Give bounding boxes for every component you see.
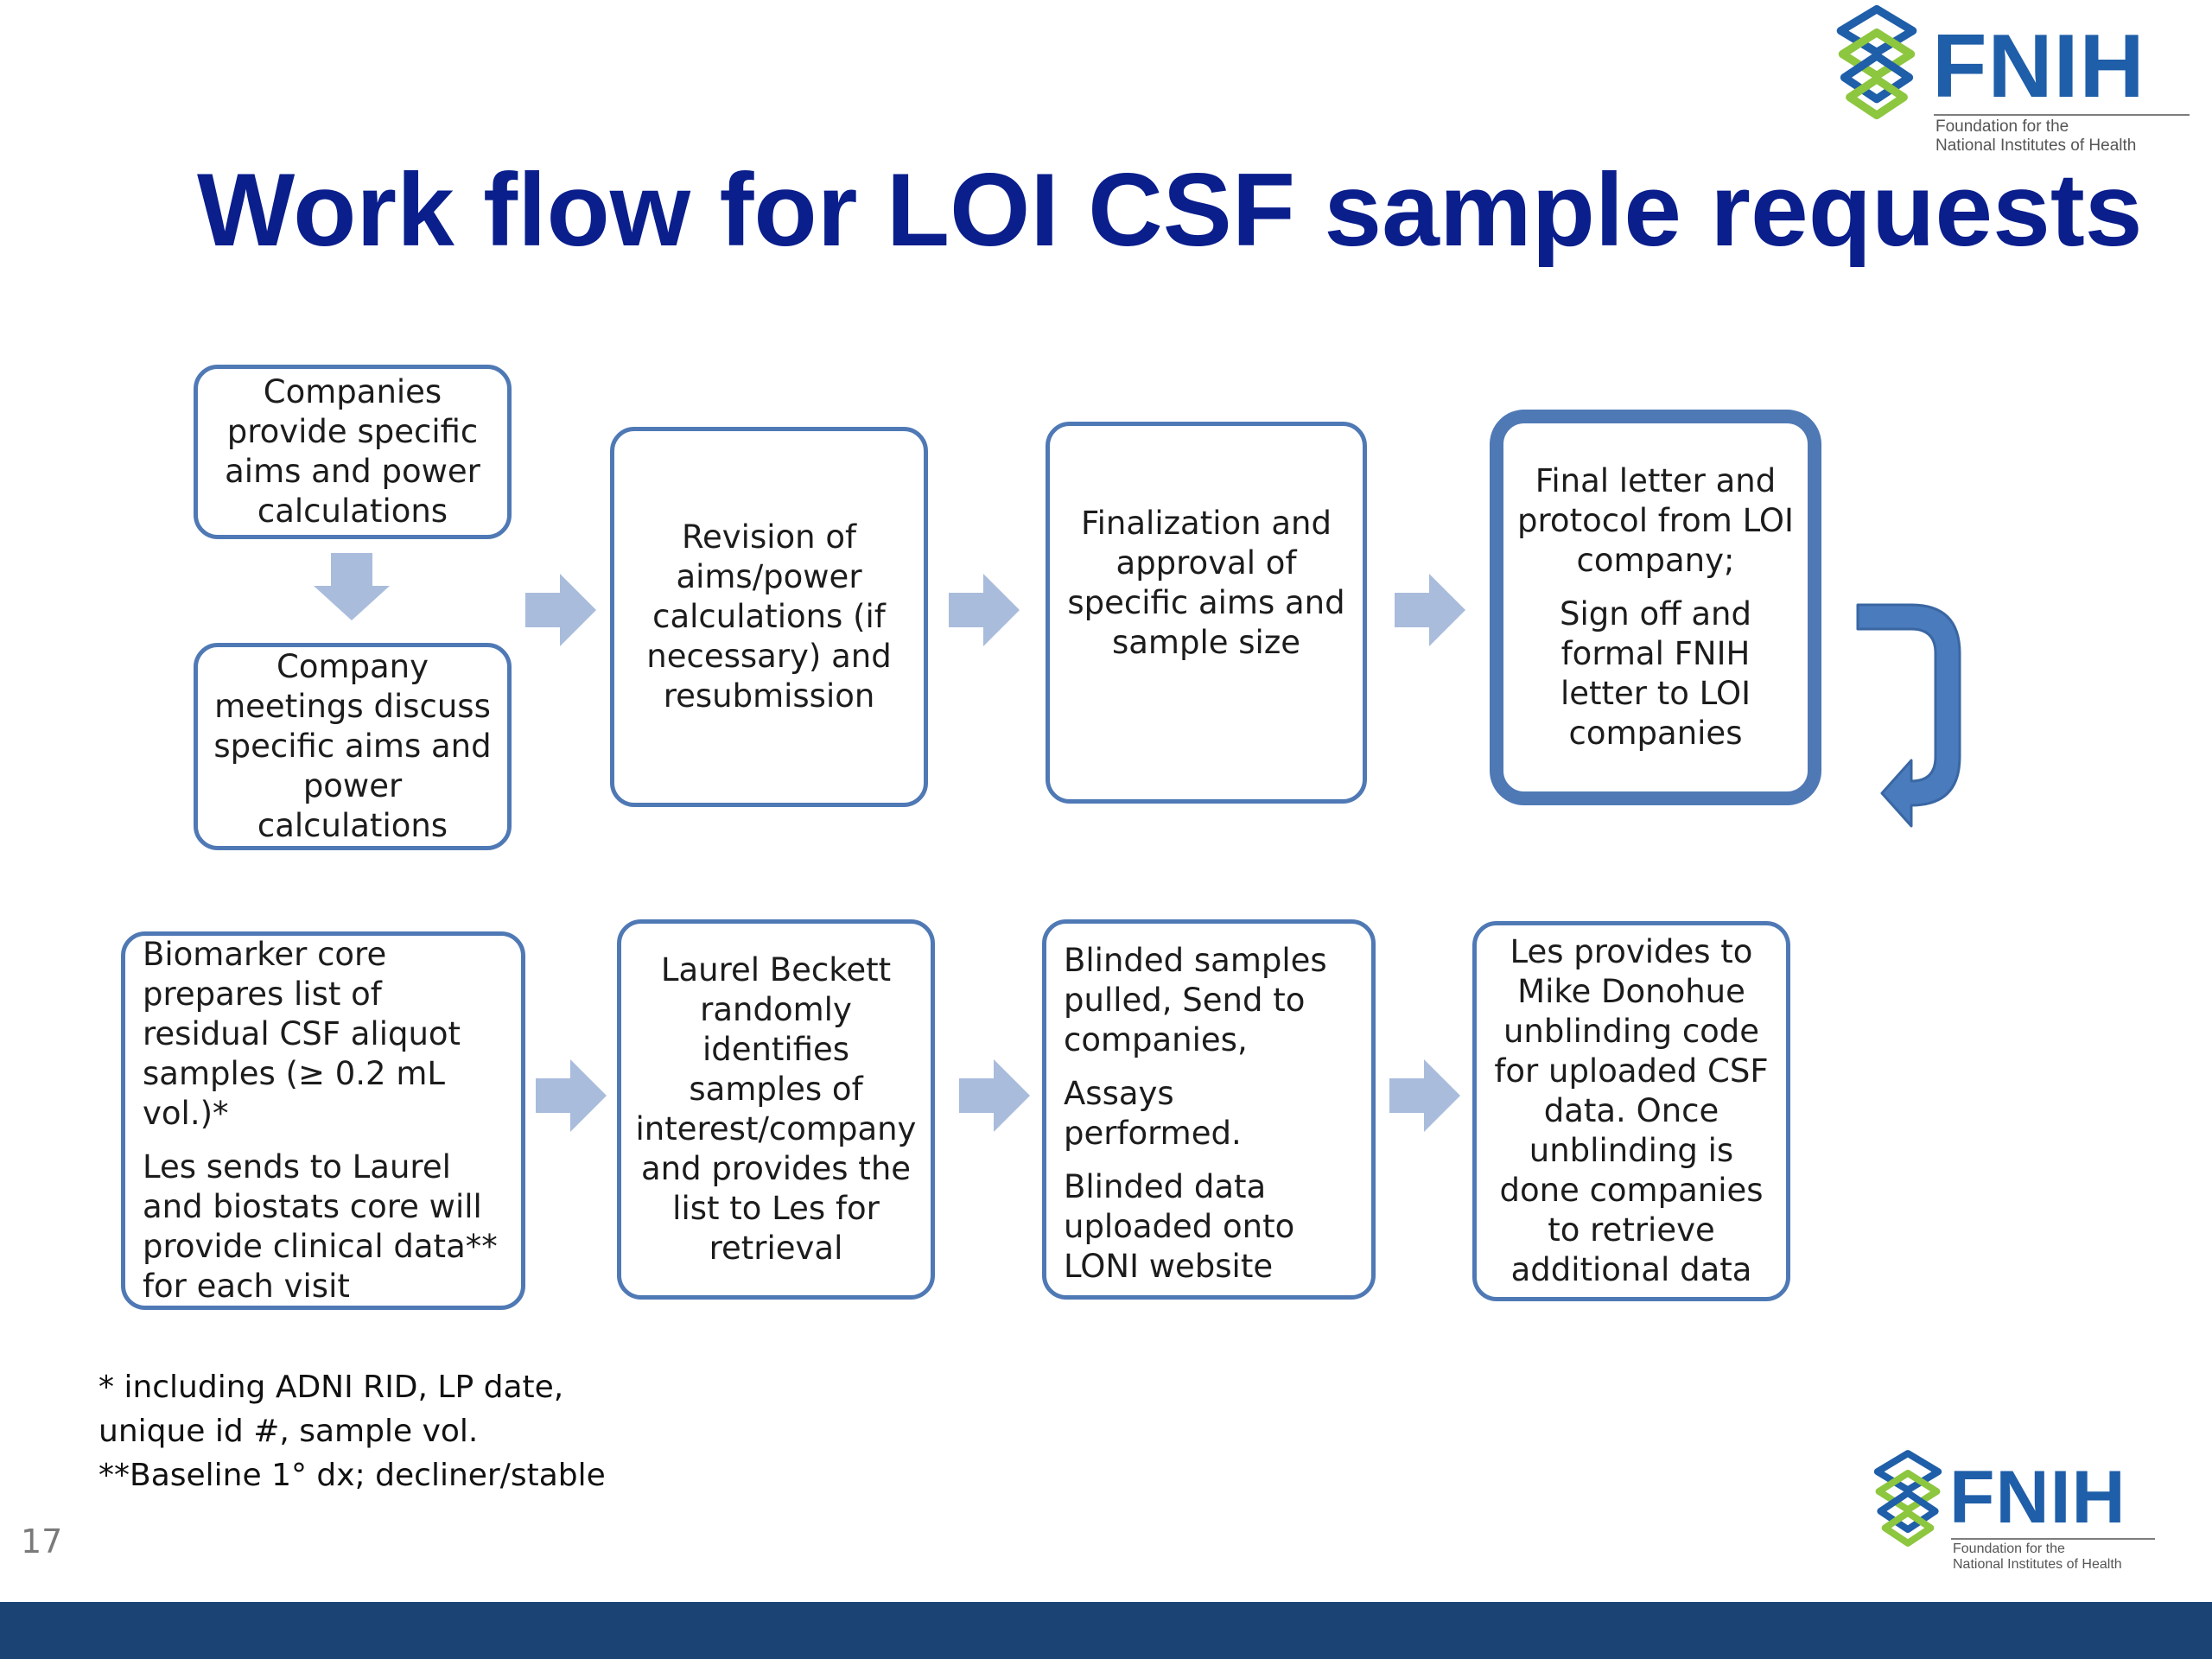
logo-divider (1951, 1538, 2155, 1540)
right-arrow-icon (536, 1059, 607, 1132)
footnote-line: * including ADNI RID, LP date, (99, 1370, 564, 1405)
box-blinded-samples: Blinded samples pulled, Send to companie… (1042, 919, 1376, 1300)
box-revision: Revision of aims/power calculations (if … (610, 427, 928, 807)
fnih-logo-bottom: FNIH Foundation for the National Institu… (1870, 1446, 2164, 1576)
footnote-line: unique id #, sample vol. (99, 1414, 479, 1449)
footnote-line: **Baseline 1° dx; decliner/stable (99, 1458, 606, 1493)
fnih-wordmark: FNIH (1932, 16, 2145, 117)
fnih-emblem-icon (1873, 1450, 1942, 1547)
box-finalization: Finalization and approval of specific ai… (1046, 422, 1367, 804)
logo-divider (1934, 114, 2190, 116)
logo-subtitle-line2: National Institutes of Health (1936, 137, 2137, 155)
footer-bar (0, 1602, 2212, 1659)
box-les-provides: Les provides to Mike Donohue unblinding … (1472, 921, 1790, 1301)
footnotes: * including ADNI RID, LP date, unique id… (99, 1365, 876, 1497)
right-arrow-icon (1395, 574, 1465, 646)
slide-title: Work flow for LOI CSF sample requests (197, 152, 2143, 268)
right-arrow-icon (949, 574, 1020, 646)
return-arrow-icon (1856, 603, 1961, 828)
box-companies-aims: Companies provide specific aims and powe… (194, 365, 512, 539)
box-biomarker-core: Biomarker core prepares list of residual… (121, 931, 525, 1310)
fnih-logo-top: FNIH Foundation for the National Institu… (1832, 3, 2195, 156)
right-arrow-icon (959, 1059, 1030, 1132)
right-arrow-icon (525, 574, 596, 646)
page-number: 17 (21, 1522, 63, 1560)
logo-subtitle-line2: National Institutes of Health (1953, 1557, 2122, 1572)
right-arrow-icon (1389, 1059, 1460, 1132)
logo-subtitle-line1: Foundation for the (1953, 1541, 2065, 1556)
box-laurel-beckett: Laurel Beckett randomly identifies sampl… (617, 919, 935, 1300)
box-company-meetings: Company meetings discuss specific aims a… (194, 643, 512, 850)
fnih-emblem-icon (1836, 4, 1917, 120)
fnih-wordmark: FNIH (1949, 1456, 2126, 1539)
down-arrow-icon (314, 553, 390, 620)
box-final-letter: Final letter and protocol from LOI compa… (1490, 410, 1821, 805)
logo-subtitle-line1: Foundation for the (1936, 118, 2069, 136)
